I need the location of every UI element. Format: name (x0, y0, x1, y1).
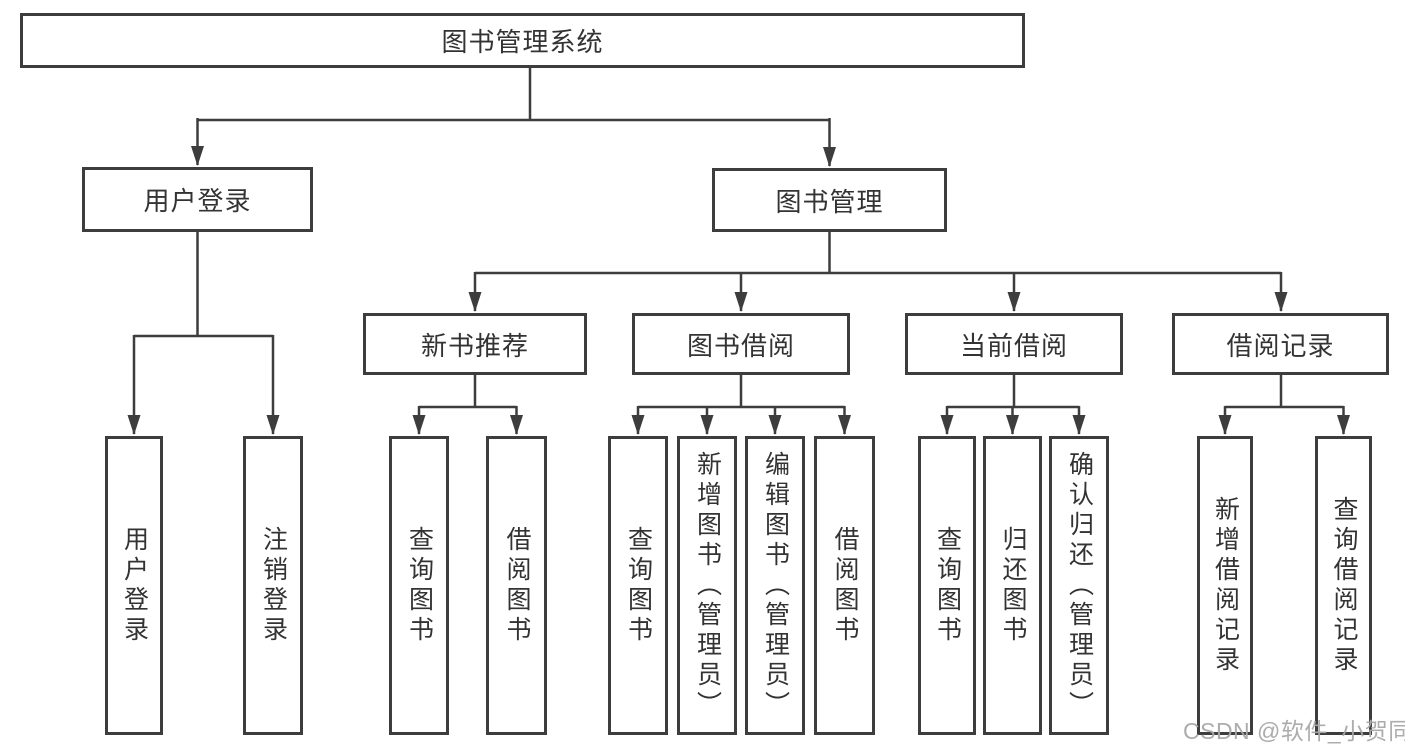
node-label: 查询图书 (933, 525, 962, 646)
node-new-book-recommend: 新书推荐 (363, 313, 587, 375)
leaf-borrowing-query-books: 查询图书 (608, 436, 668, 735)
node-label: 查询图书 (405, 525, 434, 646)
node-label: 借阅图书 (831, 525, 859, 646)
leaf-records-add-record: 新增借阅记录 (1197, 436, 1253, 735)
leaf-newbooks-query-books: 查询图书 (389, 436, 449, 735)
leaf-logout: 注销登录 (243, 436, 303, 735)
node-label: 借阅图书 (503, 525, 531, 646)
node-label: 图书管理系统 (441, 27, 604, 57)
leaf-newbooks-borrow-books: 借阅图书 (486, 436, 547, 735)
node-book-borrowing: 图书借阅 (632, 313, 850, 375)
node-label: 查询借阅记录 (1330, 495, 1358, 676)
leaf-user-login: 用户登录 (105, 436, 163, 735)
node-label: 编辑图书（管理员） (761, 450, 790, 721)
node-label: 用户登录 (143, 186, 252, 216)
leaf-current-confirm-return-admin: 确认归还（管理员） (1049, 436, 1109, 735)
node-label: 确认归还（管理员） (1065, 450, 1094, 721)
leaf-records-query-record: 查询借阅记录 (1315, 436, 1372, 735)
node-label: 图书借阅 (686, 330, 795, 361)
node-book-management: 图书管理 (712, 168, 947, 232)
node-label: 借阅记录 (1226, 330, 1335, 361)
leaf-borrowing-edit-books-admin: 编辑图书（管理员） (745, 436, 805, 735)
leaf-borrowing-borrow-books: 借阅图书 (814, 436, 875, 735)
node-label: 用户登录 (120, 525, 149, 646)
node-label: 查询图书 (624, 525, 653, 646)
leaf-current-return-books: 归还图书 (983, 436, 1042, 735)
node-label: 新增图书（管理员） (693, 450, 722, 721)
node-label: 注销登录 (259, 525, 288, 646)
node-label: 新增借阅记录 (1211, 495, 1240, 676)
node-label: 当前借阅 (959, 330, 1068, 361)
node-borrow-records: 借阅记录 (1172, 313, 1389, 375)
node-label: 新书推荐 (420, 330, 529, 361)
node-current-borrowing: 当前借阅 (905, 313, 1123, 375)
node-label: 图书管理 (775, 186, 884, 217)
node-label: 归还图书 (999, 525, 1027, 646)
leaf-current-query-books: 查询图书 (918, 436, 976, 735)
node-user-login: 用户登录 (82, 167, 313, 232)
csdn-watermark: CSDN @软件_小贺同学 (1183, 718, 1405, 744)
leaf-borrowing-add-books-admin: 新增图书（管理员） (677, 436, 737, 735)
node-root: 图书管理系统 (20, 13, 1025, 68)
